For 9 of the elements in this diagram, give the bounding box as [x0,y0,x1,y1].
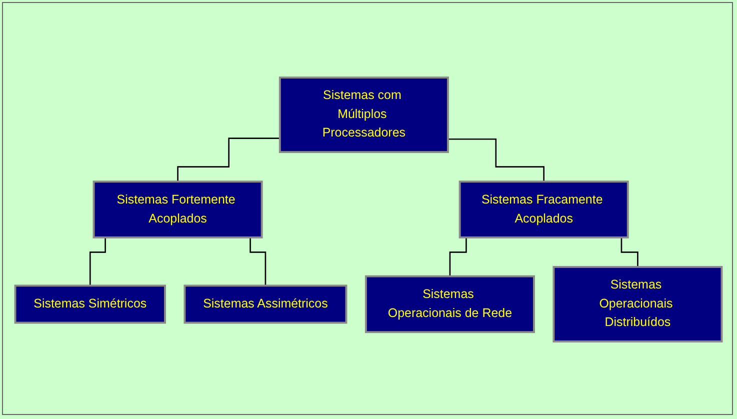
connector [177,138,280,182]
node-box: Sistemas Simétricos [14,284,166,324]
connector [448,138,544,182]
node-box: Sistemas Fortemente Acoplados [92,180,263,238]
node-box: Sistemas com Múltiplos Processadores [278,76,449,154]
node-box: Sistemas Operacionais Distribuídos [552,266,723,342]
node-box: Sistemas Assimétricos [184,284,348,324]
node-box: Sistemas Operacionais de Rede [364,275,535,334]
node-box: Sistemas Fracamente Acoplados [458,180,629,238]
